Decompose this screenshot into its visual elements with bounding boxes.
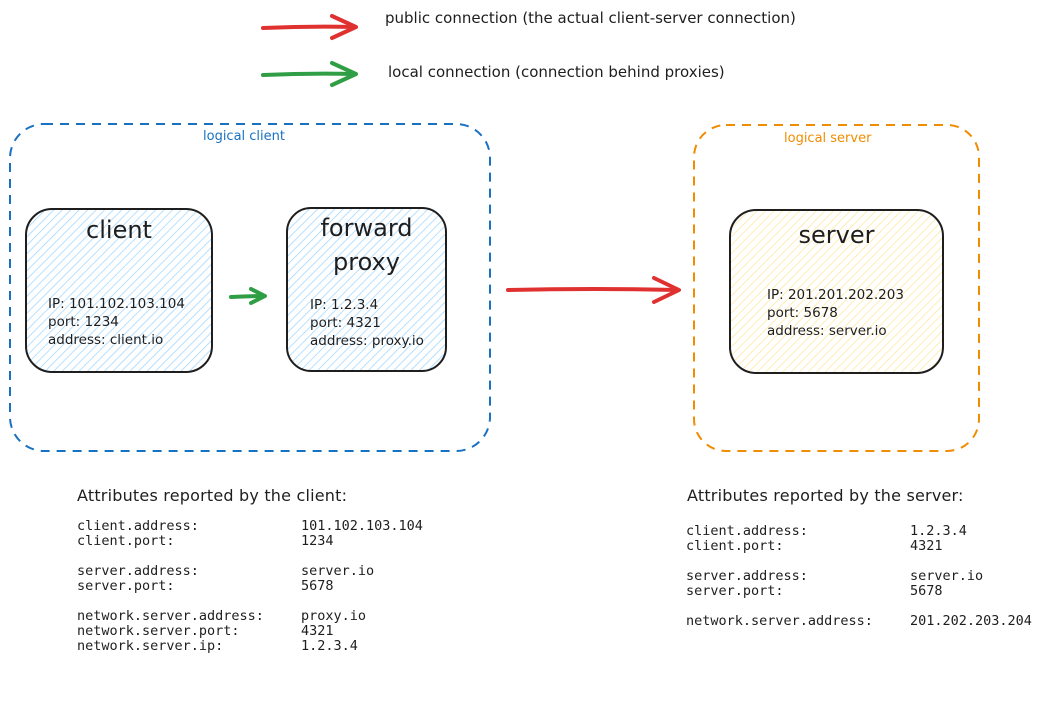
logical-client-frame xyxy=(9,123,491,452)
legend-public-label: public connection (the actual client-ser… xyxy=(385,9,796,27)
legend-local-arrow xyxy=(261,61,358,87)
server-port: port: 5678 xyxy=(767,305,838,321)
attr-value: server.io xyxy=(301,563,375,579)
server-ip: IP: 201.201.202.203 xyxy=(767,287,904,303)
attr-row: network.server.address: 201.202.203.204 xyxy=(686,614,1032,629)
proxy-title-line2: proxy xyxy=(333,248,400,276)
attr-key: server.address: xyxy=(686,568,808,584)
server-attributes-heading: Attributes reported by the server: xyxy=(687,486,964,505)
attr-value: 5678 xyxy=(301,578,334,594)
attr-value: 1234 xyxy=(301,533,334,549)
attr-key: client.address: xyxy=(686,523,808,539)
attr-value: 1.2.3.4 xyxy=(910,523,967,539)
client-ip: IP: 101.102.103.104 xyxy=(48,296,185,312)
attr-value: server.io xyxy=(910,568,984,584)
attr-value: 101.102.103.104 xyxy=(301,518,423,534)
proxy-port: port: 4321 xyxy=(310,315,381,331)
client-node-title: client xyxy=(86,216,152,244)
attr-row: client.address: 1.2.3.4 xyxy=(686,524,1032,539)
attr-row: server.port: 5678 xyxy=(686,584,1032,599)
attr-key: network.server.port: xyxy=(77,623,240,639)
attr-row: network.server.ip: 1.2.3.4 xyxy=(77,639,423,654)
server-node-box xyxy=(729,209,944,374)
attr-row: server.address: server.io xyxy=(77,564,423,579)
attr-value: 4321 xyxy=(301,623,334,639)
attr-row: client.address: 101.102.103.104 xyxy=(77,519,423,534)
proxy-title-line1: forward xyxy=(320,214,413,242)
attr-key: network.server.ip: xyxy=(77,638,224,654)
client-attributes-list: client.address: 101.102.103.104 client.po… xyxy=(77,519,423,654)
attr-key: client.address: xyxy=(77,518,199,534)
attr-key: server.port: xyxy=(686,583,784,599)
server-attributes-list: client.address:1.2.3.4 client.port:4321 … xyxy=(686,524,1032,629)
attr-row: network.server.port: 4321 xyxy=(77,624,423,639)
attr-key: server.port: xyxy=(77,578,175,594)
attr-key: client.port: xyxy=(77,533,175,549)
proxy-node-box xyxy=(286,207,447,372)
attr-value: 4321 xyxy=(910,538,943,554)
legend-local-label: local connection (connection behind prox… xyxy=(388,63,725,81)
proxy-node-details: IP: 1.2.3.4 port: 4321 address: proxy.io xyxy=(310,296,424,350)
logical-client-label: logical client xyxy=(203,129,285,144)
legend-public-arrow xyxy=(261,14,358,40)
server-node-details: IP: 201.201.202.203 port: 5678 address: … xyxy=(767,286,904,340)
attr-key: network.server.address: xyxy=(77,608,264,624)
attr-row: network.server.address: proxy.io xyxy=(77,609,423,624)
logical-server-frame xyxy=(693,124,980,452)
logical-server-label: logical server xyxy=(784,131,872,146)
proxy-ip: IP: 1.2.3.4 xyxy=(310,297,379,313)
client-node-box xyxy=(25,208,213,373)
client-attributes-heading: Attributes reported by the client: xyxy=(77,486,348,505)
public-connection-arrow xyxy=(506,276,681,304)
attr-value: proxy.io xyxy=(301,608,367,624)
proxy-address: address: proxy.io xyxy=(310,333,424,349)
attr-key: client.port: xyxy=(686,538,784,554)
client-address: address: client.io xyxy=(48,332,164,348)
attr-value: 1.2.3.4 xyxy=(301,638,358,654)
attr-row: server.address: server.io xyxy=(686,569,1032,584)
server-node-title: server xyxy=(798,221,875,249)
attr-value: 201.202.203.204 xyxy=(910,613,1032,629)
proxy-node-title: forward proxy xyxy=(287,211,446,279)
attr-key: network.server.address: xyxy=(686,613,873,629)
attr-row: client.port: 1234 xyxy=(77,534,423,549)
attr-row: client.port: 4321 xyxy=(686,539,1032,554)
attr-key: server.address: xyxy=(77,563,199,579)
client-node-details: IP: 101.102.103.104 port: 1234 address: … xyxy=(48,295,185,349)
attr-row: server.port: 5678 xyxy=(77,579,423,594)
attr-value: 5678 xyxy=(910,583,943,599)
local-connection-arrow xyxy=(229,287,267,305)
server-address: address: server.io xyxy=(767,323,887,339)
client-port: port: 1234 xyxy=(48,314,119,330)
